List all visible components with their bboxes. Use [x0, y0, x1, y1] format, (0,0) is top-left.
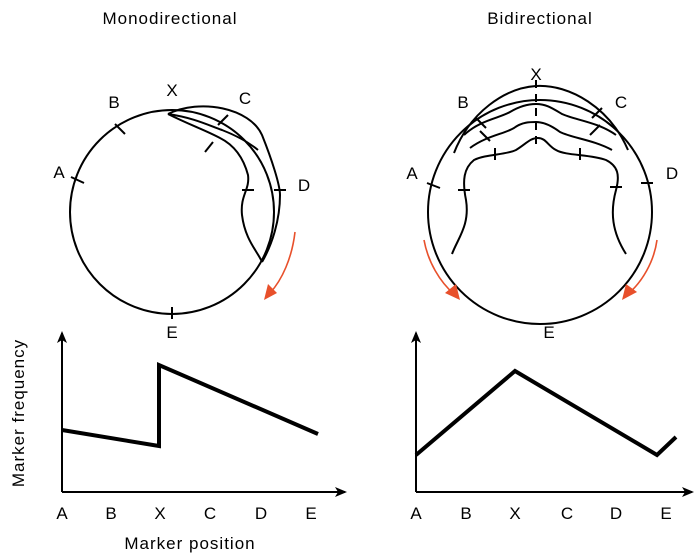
- replication-direction-arrow-left: [424, 240, 454, 294]
- x-tick-label: B: [105, 504, 116, 523]
- x-tick-label: D: [610, 504, 622, 523]
- x-tick-label: X: [154, 504, 165, 523]
- x-tick-label: D: [255, 504, 267, 523]
- marker-label-d: D: [666, 164, 678, 183]
- marker-label-a: A: [406, 164, 418, 183]
- replication-strand-1: [464, 104, 616, 135]
- marker-tick-b: [115, 124, 125, 134]
- marker-label-e: E: [543, 323, 554, 342]
- x-tick-label: A: [56, 504, 68, 523]
- x-tick-label: X: [509, 504, 520, 523]
- x-tick-label: E: [305, 504, 316, 523]
- x-tick-label: A: [410, 504, 422, 523]
- panel-title-bidirectional: Bidirectional: [487, 9, 593, 28]
- replication-direction-arrow-right: [628, 240, 657, 294]
- x-tick-label: E: [660, 504, 671, 523]
- marker-label-x: X: [166, 81, 177, 100]
- marker-tick-c-2: [590, 125, 600, 135]
- monodirectional-plot: A B X C D E: [56, 333, 345, 523]
- marker-label-c: C: [239, 89, 251, 108]
- bidirectional-chromosome: X B C A D E: [406, 65, 678, 342]
- replication-bubble-outer: [168, 106, 280, 262]
- marker-frequency-line: [416, 371, 676, 455]
- marker-label-a: A: [53, 163, 65, 182]
- marker-label-e: E: [166, 323, 177, 342]
- panel-title-monodirectional: Monodirectional: [102, 9, 237, 28]
- x-tick-labels: A B X C D E: [56, 504, 316, 523]
- x-axis-label: Marker position: [124, 534, 255, 553]
- marker-frequency-line: [62, 365, 318, 446]
- y-axis-label: Marker frequency: [9, 339, 28, 487]
- marker-tick-a-1: [427, 183, 440, 188]
- replication-strand-3: [452, 138, 626, 254]
- marker-label-d: D: [298, 176, 310, 195]
- marker-label-b: B: [457, 93, 468, 112]
- replication-strand-2: [470, 122, 612, 150]
- marker-label-x: X: [530, 65, 541, 84]
- x-tick-label: B: [460, 504, 471, 523]
- bidirectional-plot: A B X C D E: [410, 333, 692, 523]
- marker-label-b: B: [108, 93, 119, 112]
- x-tick-labels: A B X C D E: [410, 504, 671, 523]
- marker-tick-c-2: [205, 142, 213, 152]
- x-tick-label: C: [561, 504, 573, 523]
- monodirectional-chromosome: X B C A D E: [53, 81, 310, 342]
- marker-label-c: C: [615, 93, 627, 112]
- replication-direction-arrow: [270, 232, 295, 293]
- marker-tick-a: [71, 177, 84, 183]
- replication-strand-lower: [168, 114, 262, 262]
- x-tick-label: C: [204, 504, 216, 523]
